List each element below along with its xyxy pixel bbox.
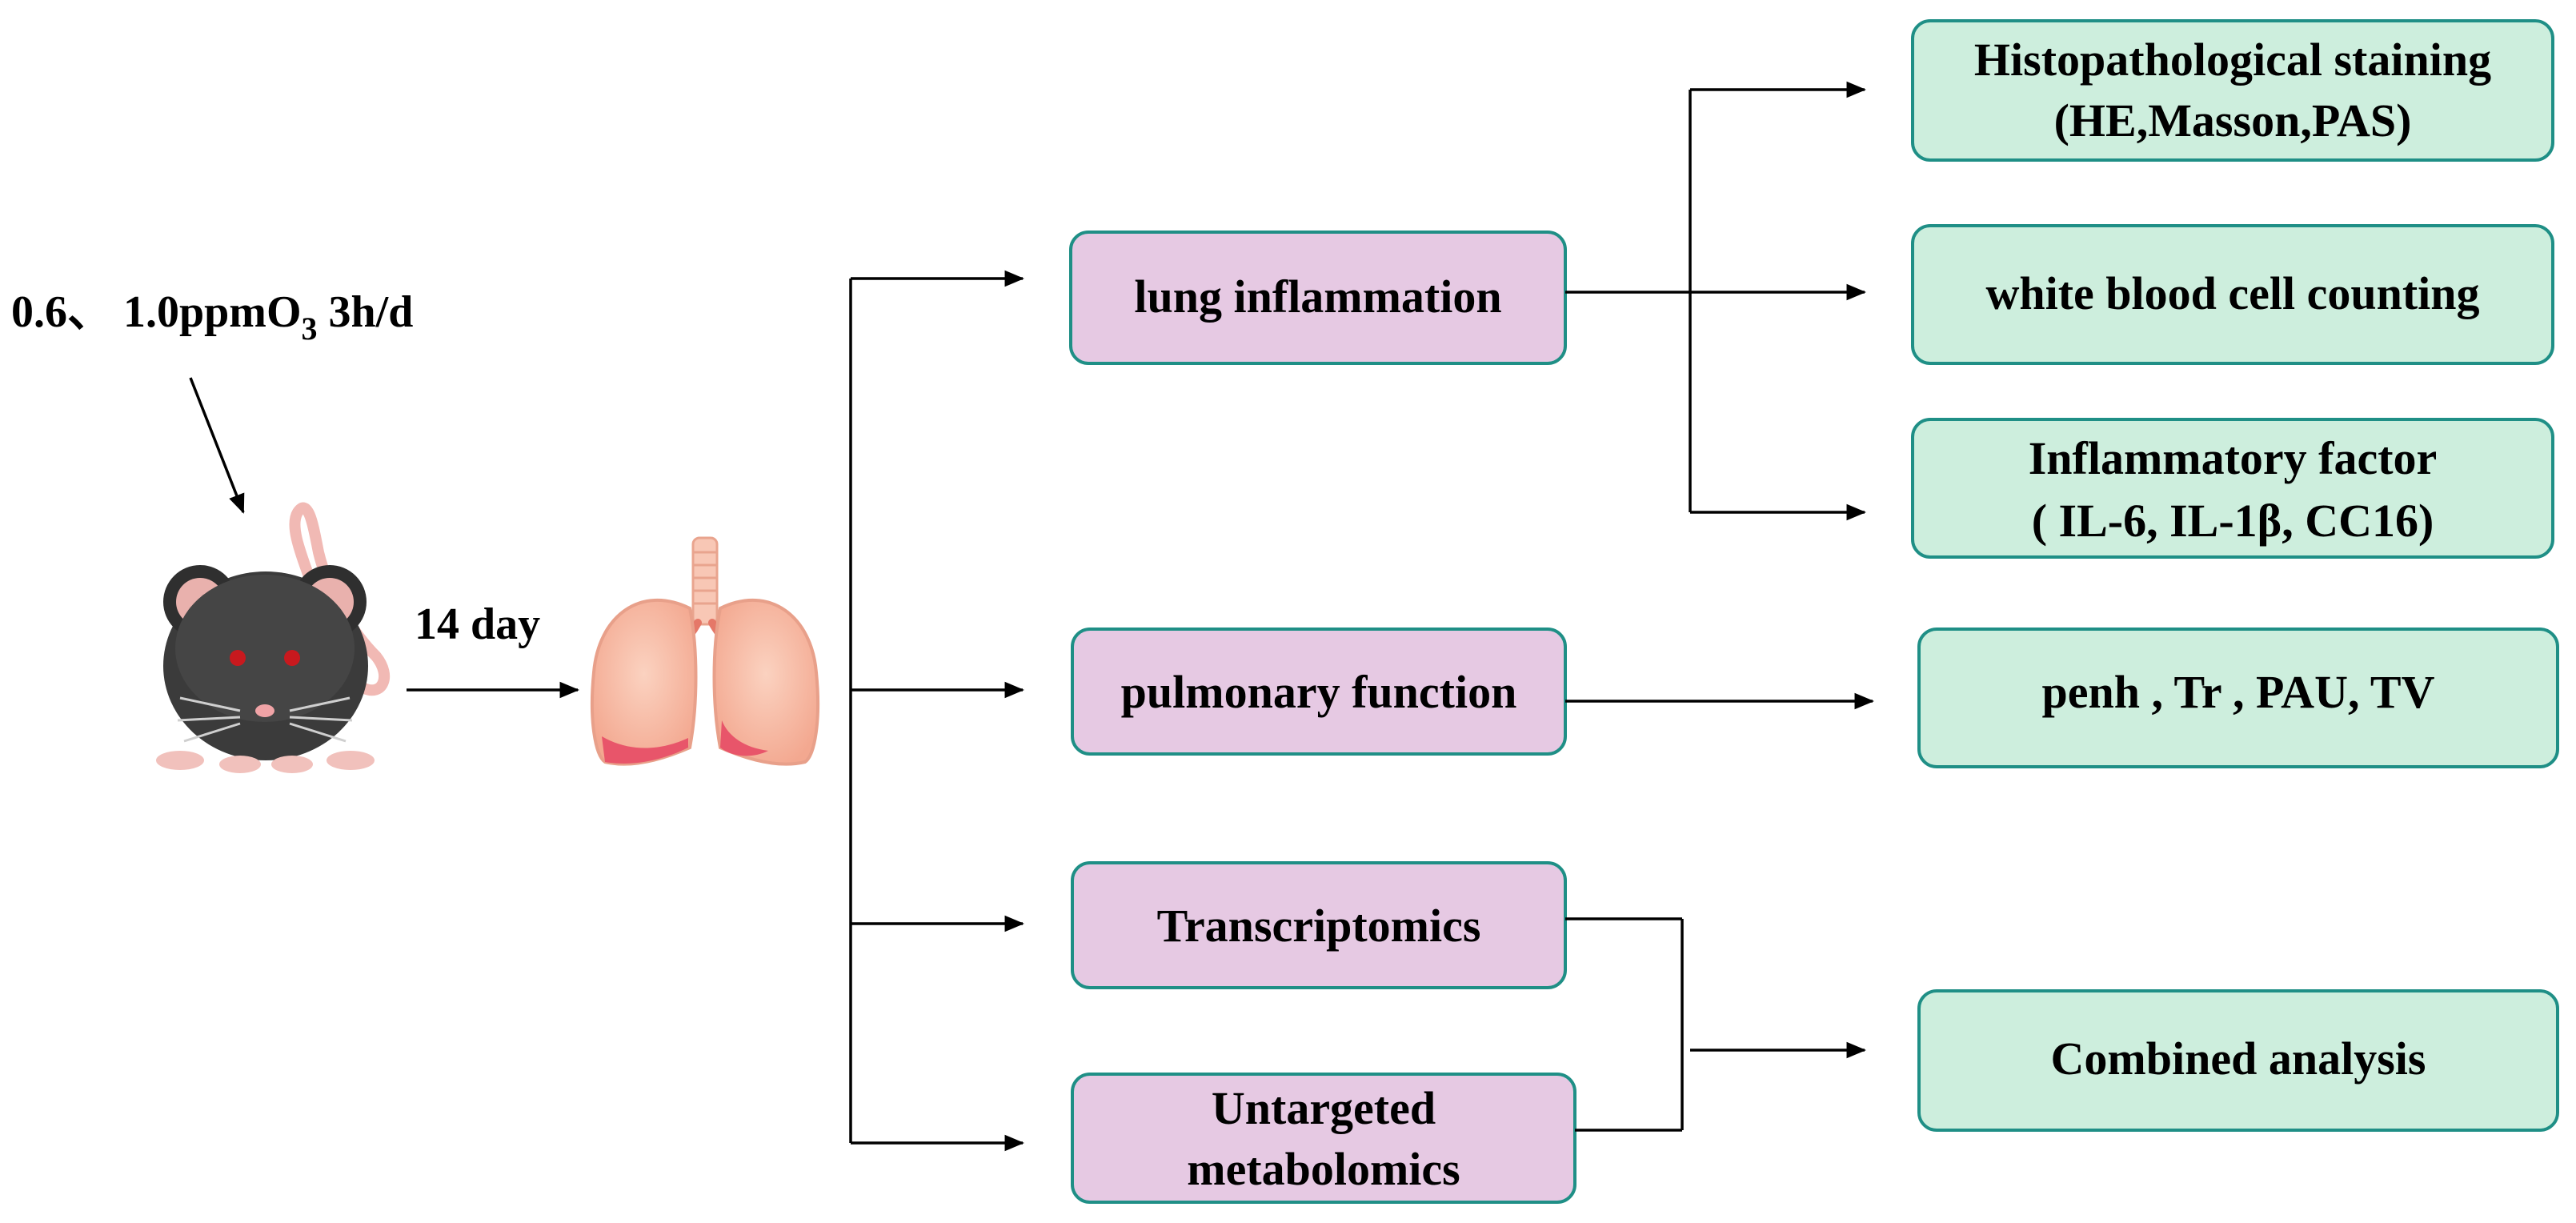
box-transcriptomics: Transcriptomics: [1071, 861, 1567, 989]
duration-label: 14 day: [415, 599, 540, 649]
svg-text:metabolomics: metabolomics: [1187, 1143, 1460, 1195]
svg-text:pulmonary function: pulmonary function: [1121, 666, 1517, 718]
svg-text:Untargeted: Untargeted: [1212, 1082, 1436, 1134]
svg-text:Transcriptomics: Transcriptomics: [1157, 900, 1481, 952]
box-untargeted-metabolomics: Untargeted metabolomics: [1071, 1073, 1576, 1204]
svg-text:penh , Tr , PAU, TV: penh , Tr , PAU, TV: [2042, 666, 2435, 718]
box-inflammatory-factor: Inflammatory factor ( IL-6, IL-1β, CC16): [1911, 418, 2554, 559]
svg-text:white blood cell counting: white blood cell counting: [1985, 267, 2479, 319]
svg-text:lung inflammation: lung inflammation: [1134, 271, 1501, 323]
box-wbc-counting: white blood cell counting: [1911, 224, 2554, 365]
dose-label: 0.6、 1.0ppmO3 3h/d: [11, 287, 413, 347]
omics-merge: [1565, 917, 1867, 1132]
svg-text:Combined analysis: Combined analysis: [2051, 1033, 2426, 1085]
box-pulmonary-function: pulmonary function: [1071, 628, 1567, 756]
box-penh: penh , Tr , PAU, TV: [1917, 628, 2559, 768]
box-lung-inflammation: lung inflammation: [1069, 231, 1567, 365]
inflammation-branches: [1565, 81, 1867, 521]
box-histopathology: Histopathological staining (HE,Masson,PA…: [1911, 19, 2554, 162]
svg-text:( IL-6, IL-1β, CC16): ( IL-6, IL-1β, CC16): [2032, 495, 2434, 547]
mouse-icon: [156, 502, 390, 773]
lungs-icon: [591, 536, 819, 766]
trunk-connectors: [849, 270, 1025, 1152]
svg-text:Inflammatory factor: Inflammatory factor: [2029, 432, 2438, 484]
svg-text:(HE,Masson,PAS): (HE,Masson,PAS): [2054, 94, 2412, 146]
svg-text:Histopathological staining: Histopathological staining: [1974, 34, 2491, 86]
box-combined-analysis: Combined analysis: [1917, 989, 2559, 1132]
dose-arrow: [189, 377, 245, 514]
